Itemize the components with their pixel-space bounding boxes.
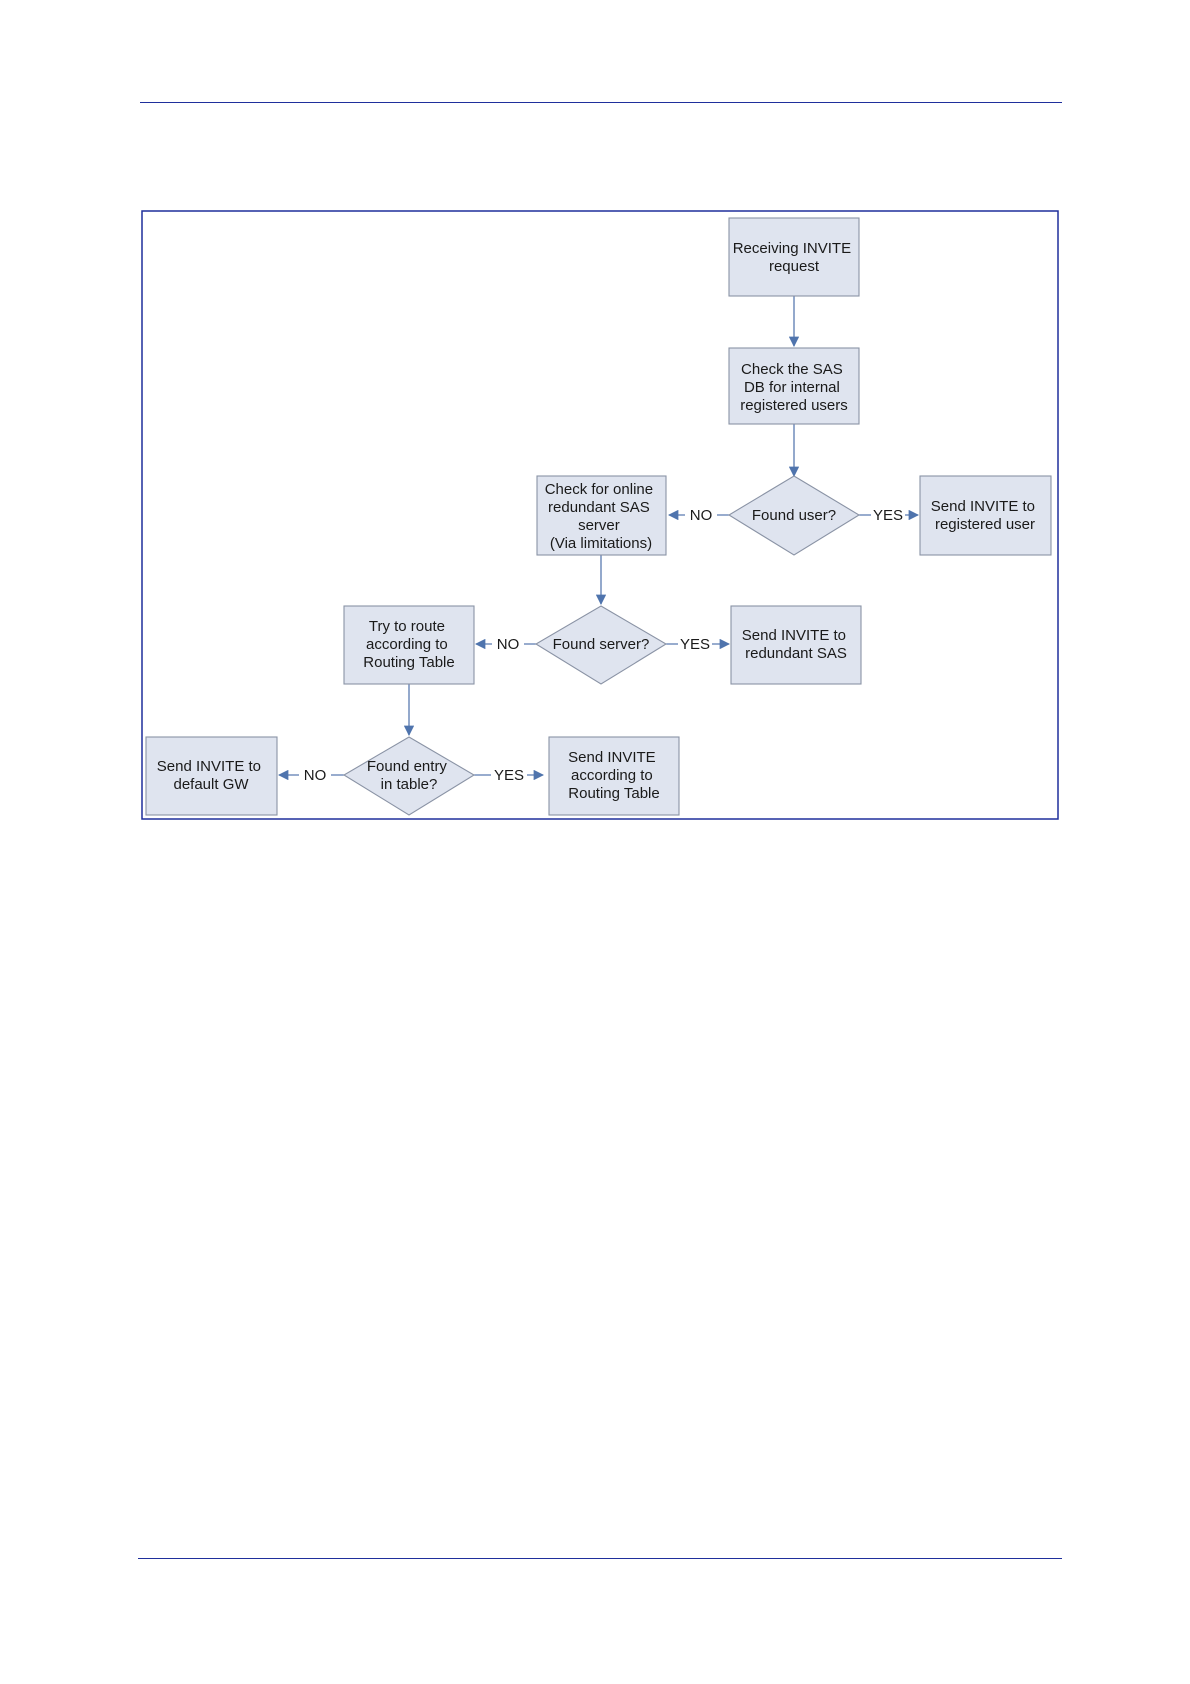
node-send-redundant-sas: Send INVITE to redundant SAS bbox=[730, 605, 862, 685]
node-send-registered-user: Send INVITE to registered user bbox=[919, 475, 1052, 556]
node-receive-invite-text: Receiving INVITE request bbox=[733, 240, 856, 275]
node-check-redundant-sas: Check for online redundant SAS server (V… bbox=[536, 475, 667, 556]
label-no-found-server: NO bbox=[497, 636, 520, 653]
node-send-redundant-sas-text: Send INVITE to redundant SAS bbox=[742, 627, 850, 662]
decision-found-server-text: Found server? bbox=[553, 636, 650, 653]
node-send-routing-table: Send INVITE according to Routing Table bbox=[548, 736, 680, 816]
node-check-sas-db-text: Check the SAS DB for internal registered… bbox=[740, 361, 848, 414]
decision-found-user: Found user? bbox=[727, 475, 861, 556]
node-receive-invite: Receiving INVITE request bbox=[728, 217, 860, 297]
edge-labels: NO YES NO YES NO YES bbox=[299, 504, 905, 786]
decision-found-server: Found server? bbox=[534, 605, 668, 685]
label-no-found-user: NO bbox=[690, 507, 713, 524]
label-yes-found-entry: YES bbox=[494, 767, 524, 784]
decision-found-user-text: Found user? bbox=[752, 507, 836, 524]
node-send-registered-user-text: Send INVITE to registered user bbox=[931, 498, 1039, 533]
node-try-routing-table: Try to route according to Routing Table bbox=[343, 605, 475, 685]
node-check-sas-db: Check the SAS DB for internal registered… bbox=[728, 347, 860, 425]
node-try-routing-table-text: Try to route according to Routing Table bbox=[363, 618, 454, 671]
node-send-default-gw: Send INVITE to default GW bbox=[145, 736, 278, 816]
node-send-routing-table-text: Send INVITE according to Routing Table bbox=[568, 749, 660, 802]
decision-found-entry: Found entry in table? bbox=[342, 736, 476, 816]
label-no-found-entry: NO bbox=[304, 767, 327, 784]
label-yes-found-user: YES bbox=[873, 507, 903, 524]
node-send-default-gw-text: Send INVITE to default GW bbox=[157, 758, 265, 793]
label-yes-found-server: YES bbox=[680, 636, 710, 653]
decision-found-entry-text: Found entry in table? bbox=[367, 758, 451, 793]
header-rule bbox=[140, 102, 1062, 103]
footer-rule bbox=[138, 1558, 1062, 1559]
node-check-redundant-sas-text: Check for online redundant SAS server (V… bbox=[545, 481, 658, 552]
